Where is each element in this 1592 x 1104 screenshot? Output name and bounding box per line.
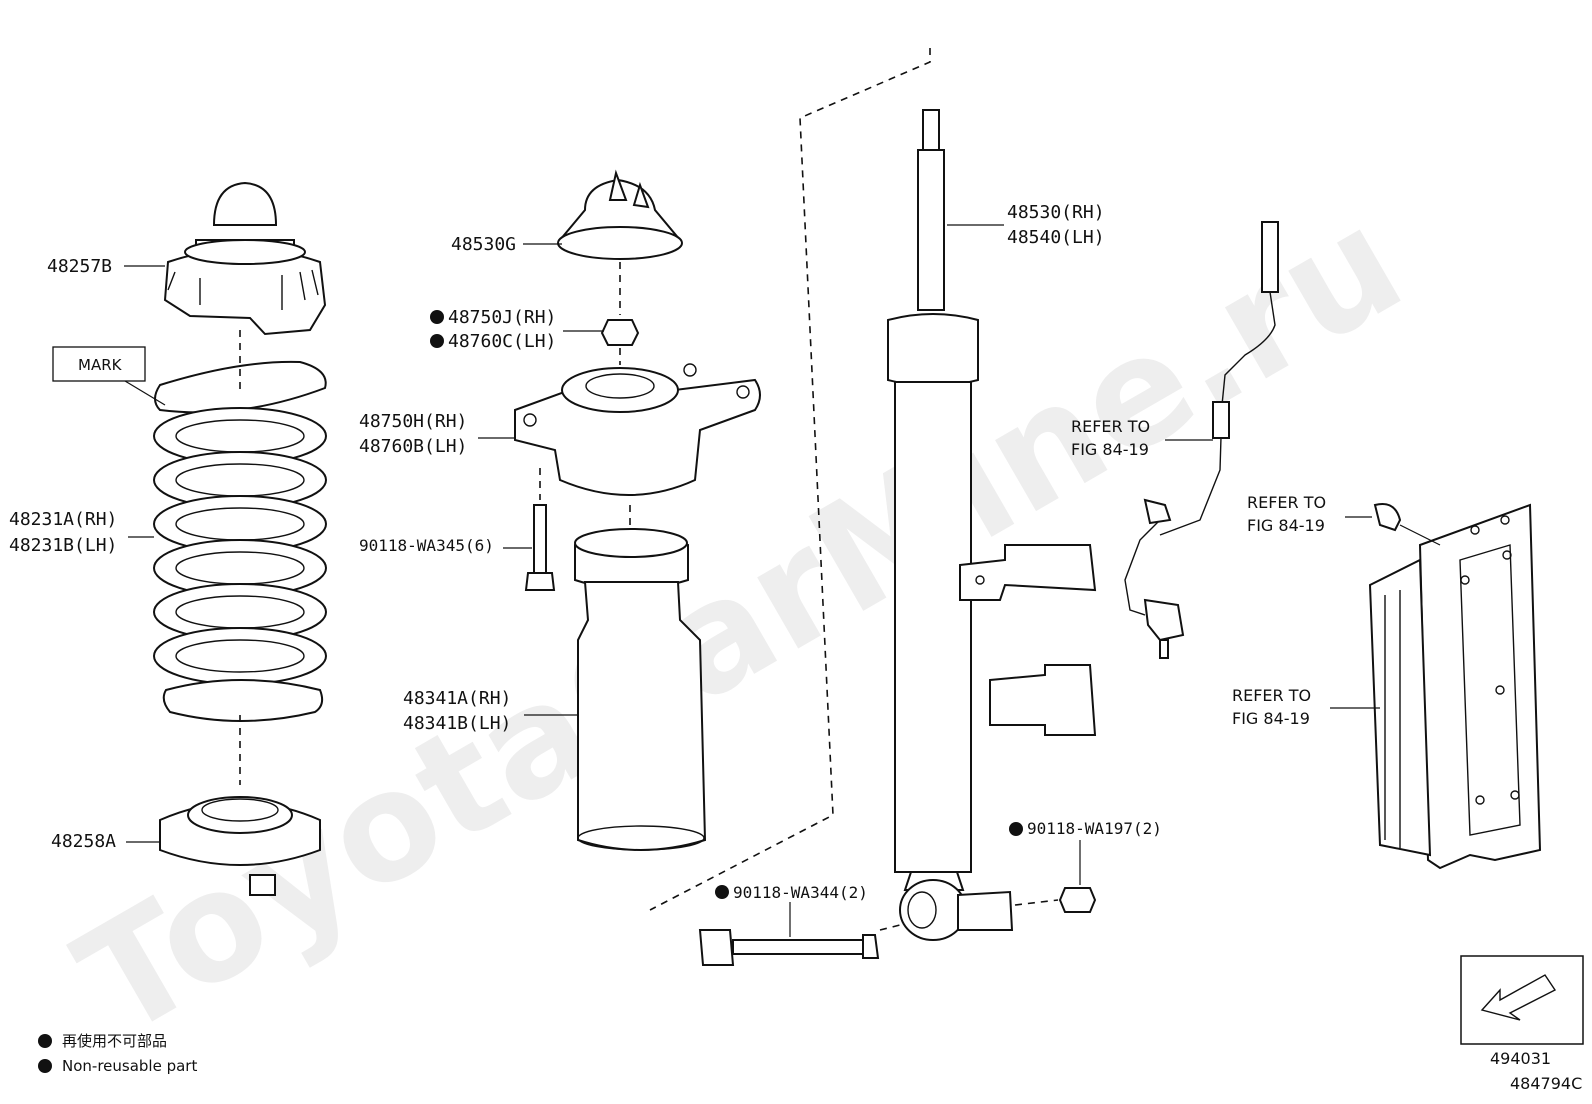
label-48530g: 48530G bbox=[451, 234, 516, 255]
label-90118-wa197: 90118-WA197(2) bbox=[1027, 819, 1162, 838]
coil-spring bbox=[153, 360, 327, 722]
non-reusable-icon bbox=[430, 310, 444, 324]
refer-to-3-line2: FIG 84-19 bbox=[1232, 709, 1310, 728]
label-48257b: 48257B bbox=[47, 256, 112, 277]
non-reusable-icon bbox=[38, 1059, 52, 1073]
mark-label: MARK bbox=[78, 356, 123, 374]
refer-to-2-line2: FIG 84-19 bbox=[1247, 516, 1325, 535]
arrow-icon bbox=[1480, 974, 1557, 1021]
refer-to-2-line1: REFER TO bbox=[1247, 493, 1326, 512]
mount-nut bbox=[600, 319, 640, 346]
label-90118-wa344: 90118-WA344(2) bbox=[733, 883, 868, 902]
label-48760b: 48760B(LH) bbox=[359, 436, 467, 457]
refer-to-3-line1: REFER TO bbox=[1232, 686, 1311, 705]
lower-mount-nut bbox=[1058, 887, 1097, 913]
label-48750h: 48750H(RH) bbox=[359, 411, 467, 432]
non-reusable-icon bbox=[1009, 822, 1023, 836]
refer-to-1-line1: REFER TO bbox=[1071, 417, 1150, 436]
label-48258a: 48258A bbox=[51, 831, 116, 852]
upper-strut-mount bbox=[514, 363, 761, 496]
upper-spring-seat bbox=[163, 181, 327, 336]
diagram-code: 484794C bbox=[1510, 1074, 1582, 1093]
label-90118-wa345: 90118-WA345(6) bbox=[359, 536, 494, 555]
legend: 再使用不可部品 Non-reusable part bbox=[38, 1032, 197, 1075]
label-48231b: 48231B(LH) bbox=[9, 535, 117, 556]
non-reusable-icon bbox=[715, 885, 729, 899]
bump-stop-cap bbox=[557, 169, 683, 260]
label-48231a: 48231A(RH) bbox=[9, 509, 117, 530]
shock-absorber bbox=[887, 109, 1097, 941]
label-48341b: 48341B(LH) bbox=[403, 713, 511, 734]
label-48341a: 48341A(RH) bbox=[403, 688, 511, 709]
non-reusable-icon bbox=[430, 334, 444, 348]
dust-boot bbox=[574, 528, 707, 851]
sensor-harness bbox=[1124, 221, 1279, 659]
control-module bbox=[1368, 503, 1542, 870]
label-48530: 48530(RH) bbox=[1007, 202, 1105, 223]
label-48750j: 48750J(RH) bbox=[448, 307, 556, 328]
legend-en: Non-reusable part bbox=[62, 1057, 197, 1075]
orientation-indicator: 494031 484794C bbox=[1460, 955, 1584, 1093]
label-48540: 48540(LH) bbox=[1007, 227, 1105, 248]
label-48760c: 48760C(LH) bbox=[448, 331, 556, 352]
refer-to-1-line2: FIG 84-19 bbox=[1071, 440, 1149, 459]
illustration-code: 494031 bbox=[1490, 1049, 1551, 1068]
mark-callout: MARK bbox=[52, 346, 166, 406]
lower-mount-bolt bbox=[698, 929, 880, 966]
non-reusable-icon bbox=[38, 1034, 52, 1048]
mount-bolt bbox=[524, 504, 556, 591]
lower-spring-seat bbox=[159, 796, 321, 896]
legend-jp: 再使用不可部品 bbox=[62, 1032, 167, 1050]
